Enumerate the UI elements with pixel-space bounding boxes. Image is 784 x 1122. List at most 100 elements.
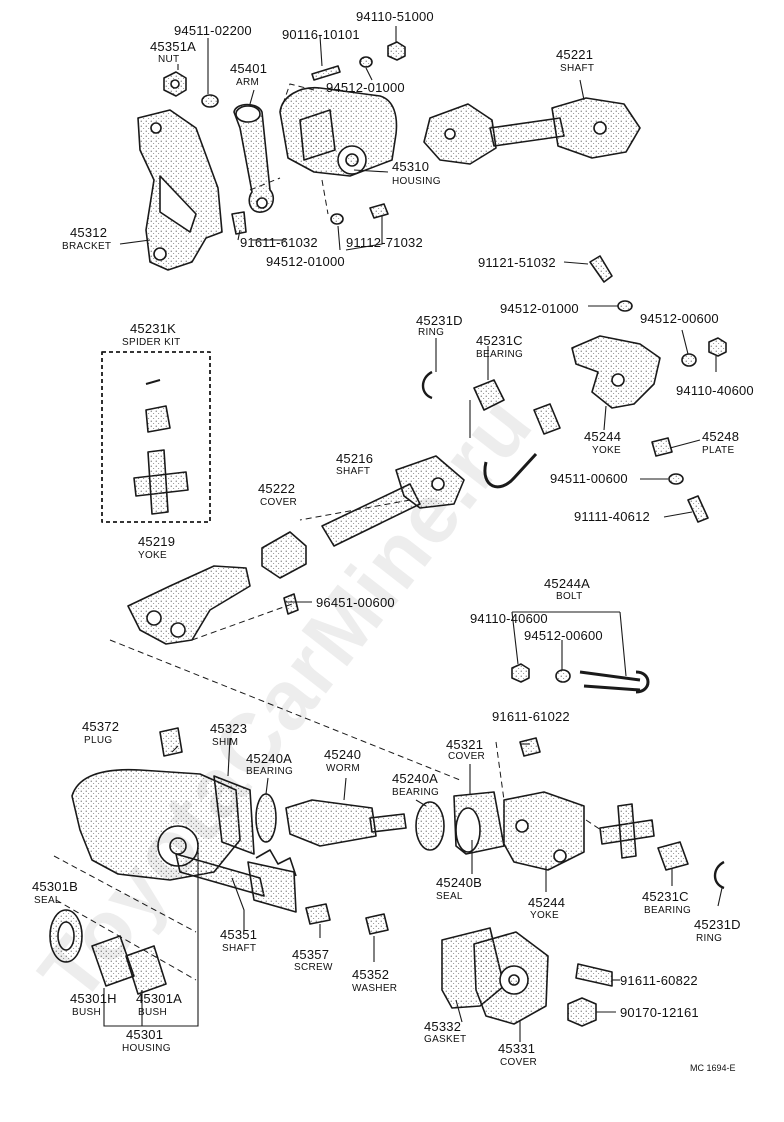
label-45357-num: 45357 (292, 947, 330, 962)
label-45351-num: 45351 (220, 927, 258, 942)
label-45323-num: 45323 (210, 721, 248, 736)
label-45240a-b-num: 45240A (392, 771, 439, 786)
nut-94110-40600-a-drawing (708, 337, 727, 357)
shim-45323-drawing (213, 775, 255, 855)
label-90116-10101: 90116-10101 (282, 27, 360, 42)
label-45248-num: 45248 (702, 429, 740, 444)
label-45240a-b-name: BEARING (392, 787, 440, 798)
label-45240a-a-num: 45240A (246, 751, 293, 766)
label-45301a-num: 45301A (136, 991, 183, 1006)
plate-45248-drawing (651, 437, 673, 457)
spider-cross-lower-drawing (599, 803, 655, 859)
label-45401-name: ARM (236, 77, 260, 88)
label-94110-40600-a: 94110-40600 (676, 383, 754, 398)
label-45222-name: COVER (260, 497, 298, 508)
label-45248-name: PLATE (702, 445, 735, 456)
bolt-91611-60822-drawing (575, 963, 613, 987)
label-45312-num: 45312 (70, 225, 108, 240)
screw-45357-drawing (305, 903, 331, 925)
label-45331-name: COVER (500, 1057, 538, 1068)
label-94511-02200: 94511-02200 (174, 23, 252, 38)
label-45244a-name: BOLT (556, 591, 583, 602)
label-45231k-num: 45231K (130, 321, 177, 336)
label-45352-num: 45352 (352, 967, 390, 982)
nut-94110-51000-drawing (387, 41, 406, 61)
plug-45372-drawing (159, 727, 183, 757)
bolt-91121-51032-drawing (589, 255, 613, 283)
label-45301b-name: SEAL (34, 895, 61, 906)
label-94512-01000-a: 94512-01000 (326, 80, 405, 95)
label-45321-num: 45321 (446, 737, 484, 752)
label-45244a-num: 45244A (544, 576, 591, 591)
label-45301-num: 45301 (126, 1027, 164, 1042)
bush-45301a-drawing (125, 945, 167, 995)
label-45301h-num: 45301H (70, 991, 117, 1006)
washer-94512-00600-b-drawing (555, 669, 571, 683)
label-45332-num: 45332 (424, 1019, 462, 1034)
label-45310-name: HOUSING (392, 176, 441, 187)
label-45351a-num: 45351A (150, 39, 197, 54)
bolt-91111-40612-drawing (687, 495, 709, 523)
label-45301b-num: 45301B (32, 879, 79, 894)
washer-94512-01000-b-drawing (330, 213, 344, 225)
label-45357-name: SCREW (294, 962, 333, 973)
label-45240b-name: SEAL (436, 891, 463, 902)
u-bolt-45244a-drawing (579, 670, 650, 694)
label-45310-num: 45310 (392, 159, 430, 174)
seal-45240b-drawing (455, 807, 481, 853)
label-45240a-a-name: BEARING (246, 766, 294, 777)
label-94512-00600-b: 94512-00600 (524, 628, 603, 643)
label-94512-00600-a: 94512-00600 (640, 311, 719, 326)
label-45231c-b-name: BEARING (644, 905, 692, 916)
label-45301h-name: BUSH (72, 1007, 101, 1018)
label-45244-b-num: 45244 (528, 895, 566, 910)
label-45372-name: PLUG (84, 735, 113, 746)
label-45216-name: SHAFT (336, 466, 371, 477)
label-94110-51000: 94110-51000 (356, 9, 434, 24)
label-45231k-name: SPIDER KIT (122, 337, 181, 348)
label-45352-name: WASHER (352, 983, 398, 994)
label-45301a-name: BUSH (138, 1007, 167, 1018)
label-45244-b-name: YOKE (530, 910, 559, 921)
washer-94512-00600-a-drawing (681, 353, 697, 367)
label-94512-01000-b: 94512-01000 (266, 254, 345, 269)
label-45244-a-name: YOKE (592, 445, 621, 456)
label-45221-num: 45221 (556, 47, 594, 62)
label-45231d-b-name: RING (696, 933, 723, 944)
bearing-45231c-a-drawing (473, 379, 505, 411)
label-45222-num: 45222 (258, 481, 296, 496)
label-45240-name: WORM (326, 763, 360, 774)
yoke-45219-drawing (127, 565, 251, 645)
label-45240b-num: 45240B (436, 875, 483, 890)
label-45321-name: COVER (448, 751, 486, 762)
label-45351-name: SHAFT (222, 943, 257, 954)
washer-94512-01000-a-drawing (359, 56, 373, 68)
label-45332-name: GASKET (424, 1034, 467, 1045)
cover-45331-drawing (473, 931, 549, 1025)
shaft-45216-drawing (321, 455, 465, 547)
label-91611-60822: 91611-60822 (620, 973, 698, 988)
label-91611-61022: 91611-61022 (492, 709, 570, 724)
yoke-45244-b-drawing (503, 791, 585, 871)
label-96451-00600: 96451-00600 (316, 595, 395, 610)
label-45401-num: 45401 (230, 61, 268, 76)
nut-90170-12161-drawing (567, 997, 597, 1027)
label-45231c-b-num: 45231C (642, 889, 689, 904)
housing-45310-drawing (279, 87, 398, 177)
washer-94511-00600-drawing (668, 473, 684, 485)
yoke-45244-a-drawing (571, 335, 661, 409)
label-45219-num: 45219 (138, 534, 176, 549)
label-45219-name: YOKE (138, 550, 167, 561)
label-91611-61032: 91611-61032 (240, 235, 318, 250)
label-45231d-b-num: 45231D (694, 917, 741, 932)
label-91111-40612: 91111-40612 (574, 509, 650, 524)
pitman-arm-45401-drawing (233, 103, 275, 213)
label-45331-num: 45331 (498, 1041, 536, 1056)
ring-45231d-a-drawing (421, 370, 433, 400)
washer-94511-02200-drawing (201, 94, 219, 108)
label-45301-name: HOUSING (122, 1043, 171, 1054)
label-45231d-a-num: 45231D (416, 313, 463, 328)
washer-94512-01000-c-drawing (617, 300, 633, 312)
label-90170-12161: 90170-12161 (620, 1005, 699, 1020)
label-94110-40600-b: 94110-40600 (470, 611, 548, 626)
